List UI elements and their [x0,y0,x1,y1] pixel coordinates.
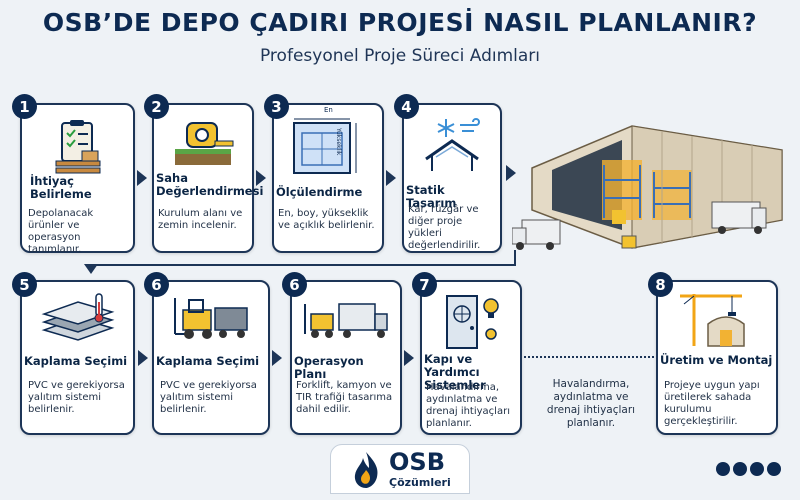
step-title-5: Kaplama Seçimi [24,354,128,368]
dimension-label-width: En [324,106,333,114]
flow-connector [90,264,515,266]
step-desc-7: Havalandırma, aydınlatma ve drenaj ihtiy… [426,382,510,429]
step-title-4: Statik Tasarım [406,183,457,210]
whatsapp-icon[interactable] [716,462,730,476]
step-card-6b [290,280,402,435]
step-badge-5: 5 [12,272,37,297]
tape-measure-icon [175,122,234,165]
forklift-truck-icon [304,303,388,338]
step-title-2: Saha Değerlendirmesi [156,171,264,198]
step-badge-4: 4 [394,94,419,119]
instagram-icon[interactable] [733,462,747,476]
flow-arrow [84,264,98,274]
step-desc-6b: Forklift, kamyon ve TIR trafiği tasarıma… [296,380,393,415]
page-title: OSB’DE DEPO ÇADIRI PROJESİ NASIL PLANLAN… [42,8,758,37]
step-title-1: İhtiyaç Belirleme [30,174,92,201]
flame-logo-icon [354,452,378,488]
step-title-3: Ölçülendirme [276,185,363,199]
step-card-6 [152,280,270,435]
forklift-icon [174,298,248,339]
step-desc-5: PVC ve gerekiyorsa yalıtım sistemi belir… [28,380,125,415]
snow-wind-icon [425,118,480,171]
step-badge-7: 7 [412,272,437,297]
step-desc-1: Depolanacak ürünler ve operasyon tanımla… [28,208,94,255]
insulation-layers-icon [41,293,114,341]
flow-connector [514,250,516,266]
flow-arrow [256,170,266,186]
logo-name: OSB [389,448,445,476]
step-badge-6b: 6 [282,272,307,297]
facebook-icon[interactable] [750,462,764,476]
flow-arrow [404,350,414,366]
step-desc-8: Projeye uygun yapı üretilerek sahada kur… [664,380,760,427]
door-light-icon [446,295,499,349]
clipboard-icon [55,120,100,174]
logo-subtitle: Çözümleri [389,476,451,489]
step-badge-2: 2 [144,94,169,119]
step-badge-1: 1 [12,94,37,119]
youtube-icon[interactable] [767,462,781,476]
step-card-4 [402,103,502,253]
step-desc-2: Kurulum alanı ve zemin incelenir. [158,208,243,231]
step-title-6b: Operasyon Planı [294,354,364,381]
tent-warehouse-illustration [512,125,783,250]
step-card-7 [420,280,522,435]
flow-arrow [137,170,147,186]
step-title-7: Kapı ve Yardımcı Sistemler [424,352,486,392]
step-card-5 [20,280,135,435]
step-card-2 [152,103,254,253]
step-badge-6: 6 [144,272,169,297]
flow-arrow [506,165,516,181]
step-desc-3: En, boy, yükseklik ve açıklık belirlenir… [278,208,375,231]
brand-logo: OSB Çözümleri [330,444,470,494]
step-desc-6: PVC ve gerekiyorsa yalıtım sistemi belir… [160,380,257,415]
extra-description: Havalandırma, aydınlatma ve drenaj ihtiy… [546,378,636,429]
dotted-connector [524,356,654,358]
step-card-3 [272,103,384,253]
dimension-label-height: Yükseklik [335,128,342,156]
flow-arrow [138,350,148,366]
step-card-8 [656,280,778,435]
crane-icon [680,294,745,347]
flow-arrow [386,170,396,186]
blueprint-icon [293,118,357,174]
step-card-1 [20,103,135,253]
flow-arrow [272,350,282,366]
step-badge-8: 8 [648,272,673,297]
step-desc-4: Kar, rüzgâr ve diğer proje yükleri değer… [408,204,481,251]
step-title-8: Üretim ve Montaj [660,353,773,367]
page-subtitle: Profesyonel Proje Süreci Adımları [259,46,541,66]
step-badge-3: 3 [264,94,289,119]
step-title-6: Kaplama Seçimi [156,354,260,368]
